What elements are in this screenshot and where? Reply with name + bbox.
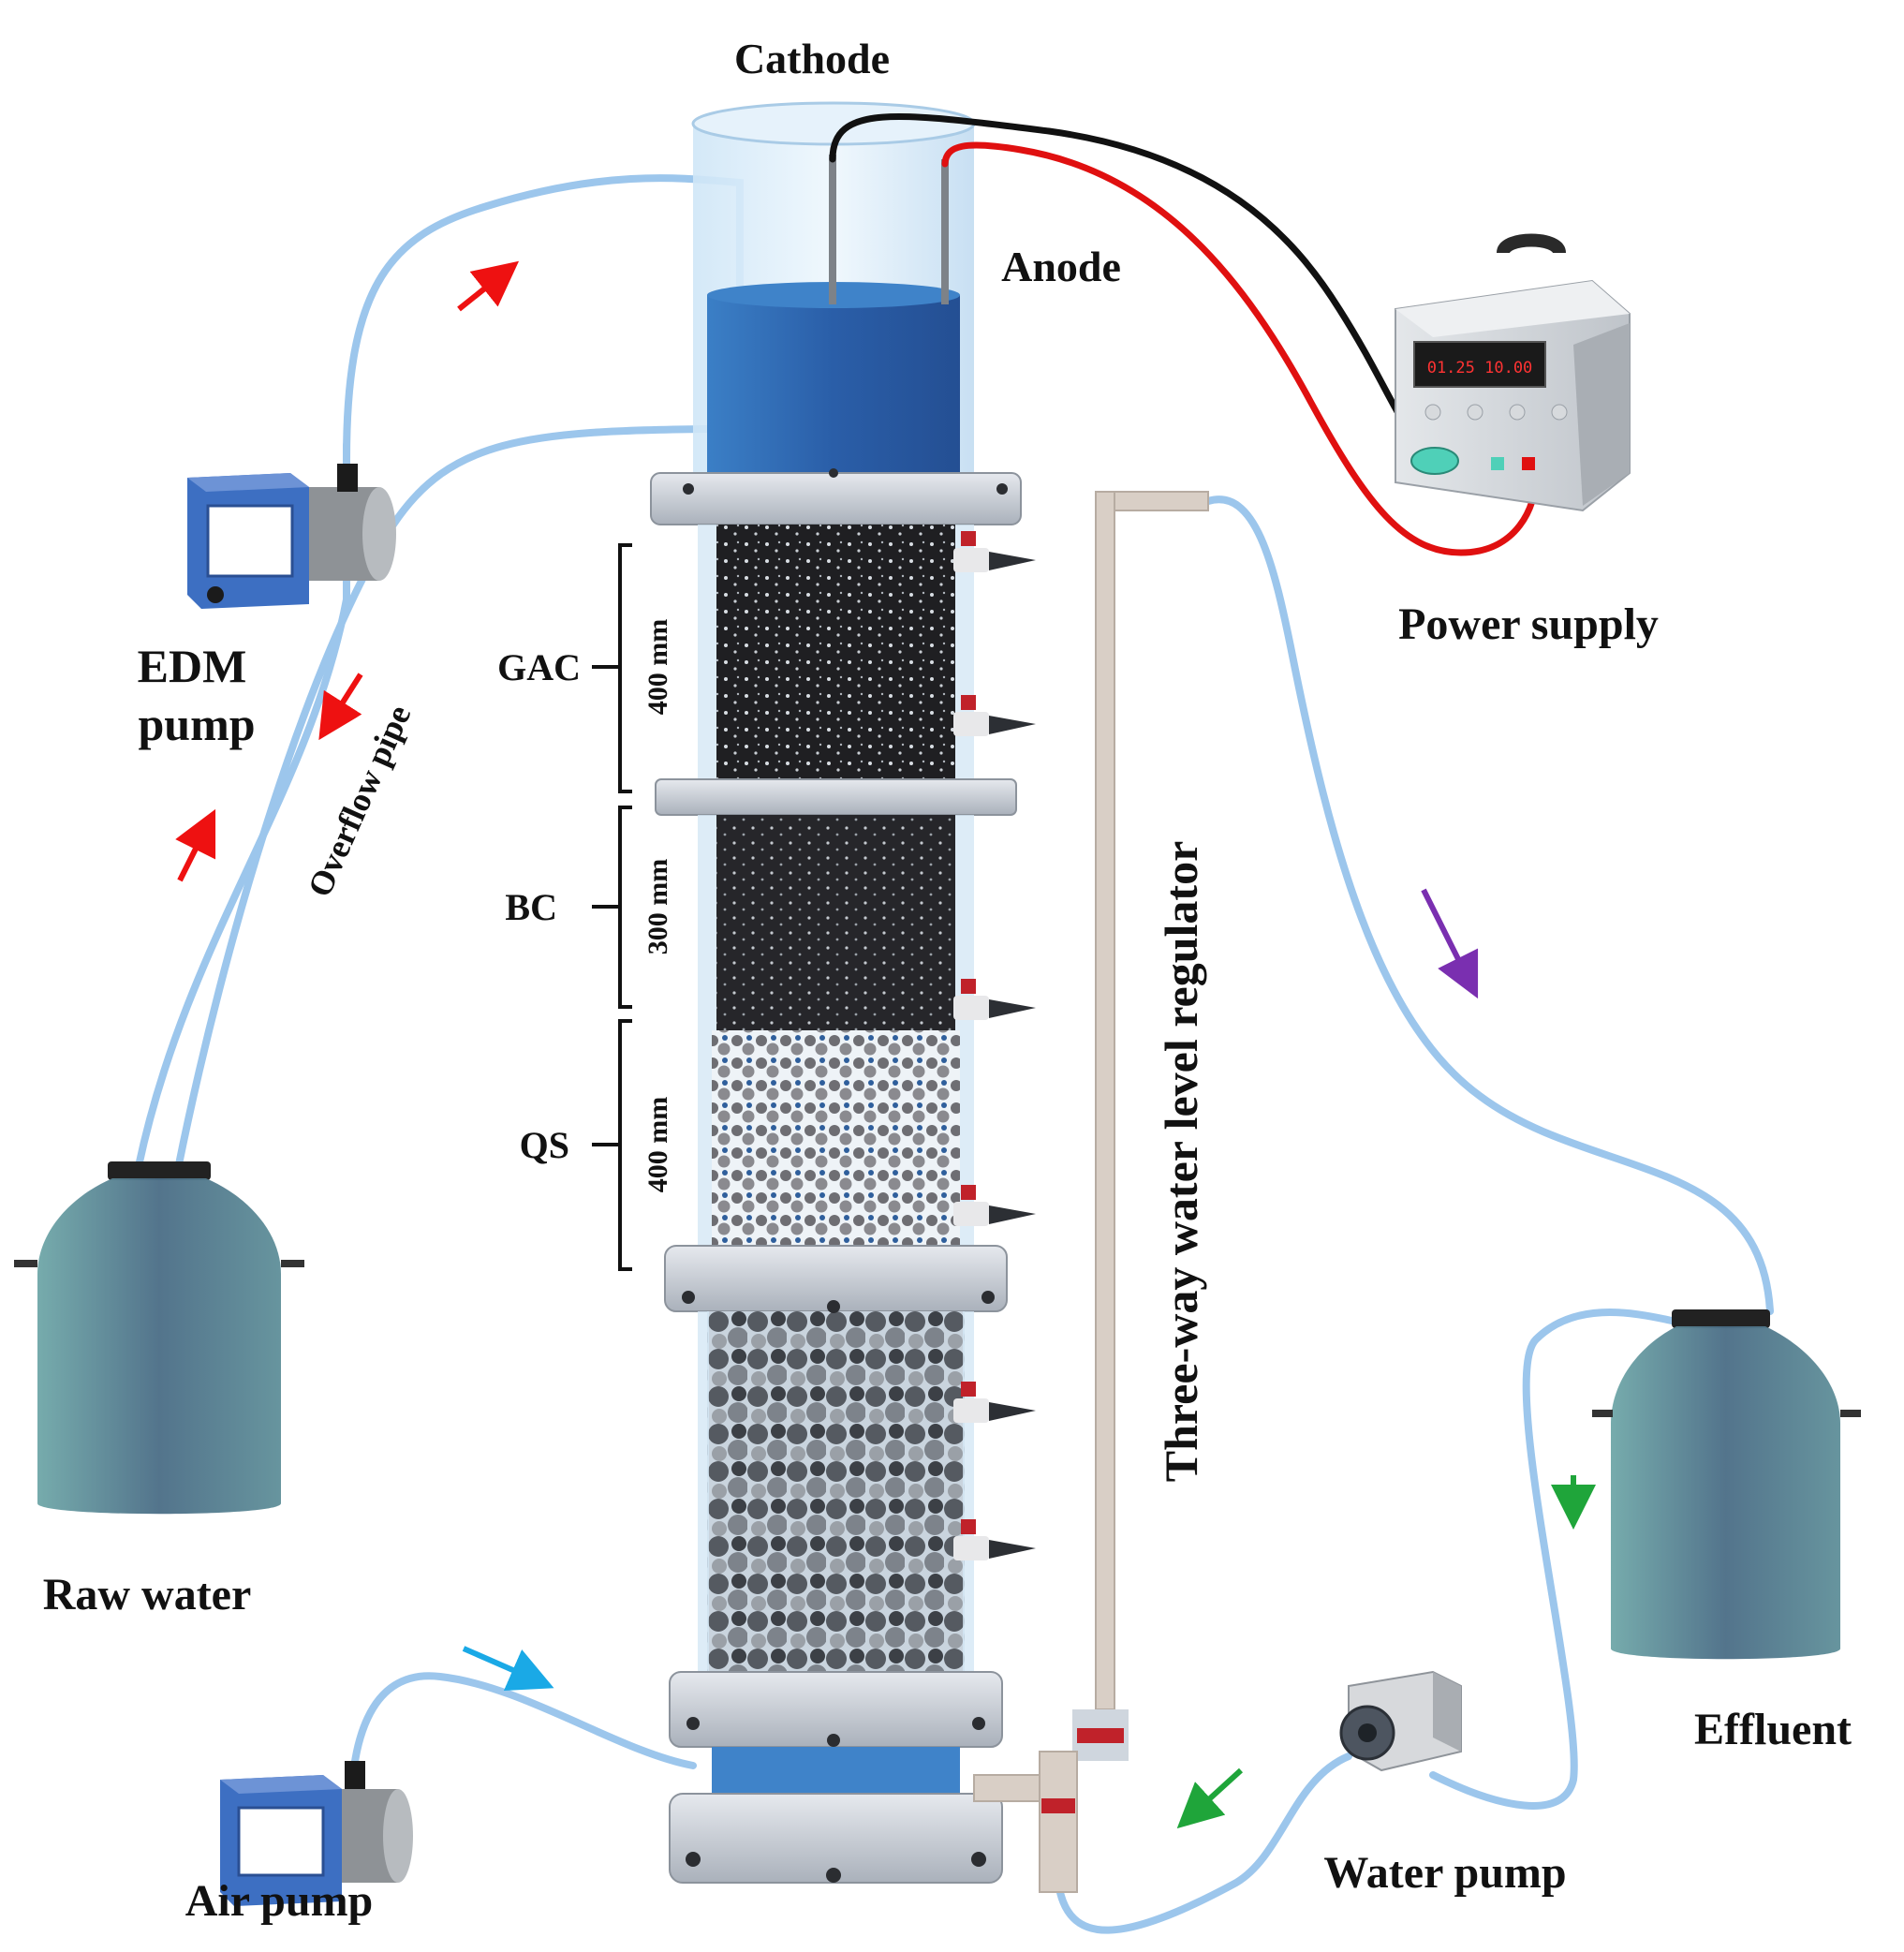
layer-qs — [712, 1030, 960, 1246]
arrow-overflow — [318, 673, 363, 741]
label-regulator: Three-way water level regulator — [1155, 841, 1207, 1483]
flange-bottom-2 — [669, 1793, 1003, 1884]
bracket-qs — [618, 1019, 632, 1271]
bracket-gac — [618, 543, 632, 793]
bracket-bc — [618, 806, 632, 1009]
arrow-effluent — [1421, 888, 1479, 999]
flange-top — [650, 472, 1022, 525]
tube-pump-to-effluent — [1429, 1309, 1675, 1810]
cathode-rod — [829, 155, 836, 304]
label-dim-qs: 400 mm — [642, 1097, 673, 1192]
effluent-tank — [1592, 1309, 1861, 1660]
air-pump — [220, 1761, 413, 1906]
power-supply: 01.25 10.00 — [1395, 233, 1631, 512]
tube-edm-to-column — [343, 174, 744, 463]
label-edm-pump-1: EDM — [138, 640, 247, 692]
dimension-brackets — [592, 543, 632, 1271]
arrow-edm-out — [457, 260, 520, 312]
display-reading: 01.25 10.00 — [1427, 359, 1533, 377]
flange-middle — [655, 778, 1017, 816]
label-water-pump: Water pump — [1323, 1848, 1566, 1898]
wire-anode — [941, 141, 1540, 556]
layer-bc — [716, 815, 955, 1030]
label-qs: QS — [520, 1124, 569, 1166]
arrow-raw-up — [175, 808, 216, 882]
reactor-column — [650, 101, 1036, 1884]
flow-arrows — [175, 260, 1596, 1829]
label-anode: Anode — [1001, 243, 1121, 290]
anode-rod — [941, 159, 949, 304]
edm-pump — [187, 464, 396, 609]
tube-air — [347, 1672, 697, 1816]
label-overflow-pipe: Overflow pipe — [301, 700, 419, 902]
label-dim-bc: 300 mm — [642, 859, 673, 954]
label-raw-water: Raw water — [43, 1570, 252, 1619]
power-knob — [1410, 447, 1459, 475]
label-air-pump: Air pump — [185, 1876, 374, 1926]
label-power-supply: Power supply — [1398, 599, 1659, 649]
layer-gac — [716, 525, 955, 779]
label-edm-pump-2: pump — [138, 698, 255, 750]
raw-water-tank — [14, 1161, 304, 1515]
tube-regulator-to-effluent — [1204, 495, 1774, 1315]
arrow-green-pump — [1176, 1767, 1244, 1829]
label-bc: BC — [505, 886, 557, 928]
sampling-ports — [953, 531, 1036, 1560]
layer-support-balls — [707, 1311, 965, 1672]
arrow-air — [462, 1646, 554, 1691]
water-pump — [1339, 1670, 1462, 1772]
display — [1413, 341, 1546, 388]
label-cathode: Cathode — [734, 35, 890, 82]
label-dim-gac: 400 mm — [642, 619, 673, 715]
top-water — [707, 295, 960, 473]
label-gac: GAC — [497, 646, 581, 688]
water-level-regulator — [973, 491, 1209, 1893]
tube-regulator-to-pump — [1055, 1752, 1352, 1934]
bottom-water — [712, 1747, 960, 1798]
label-effluent: Effluent — [1694, 1705, 1852, 1754]
